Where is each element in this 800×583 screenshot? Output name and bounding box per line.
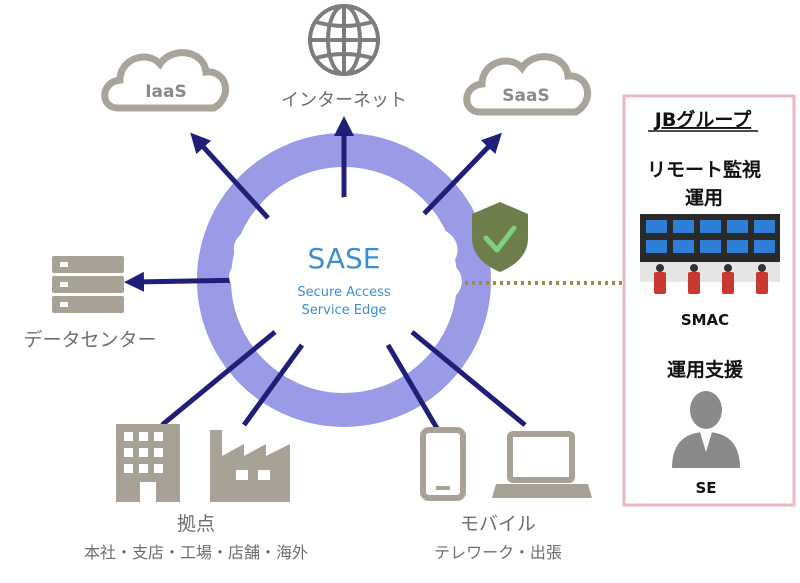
support-label: 運用支援 (667, 358, 744, 381)
mobile-title: モバイル (460, 513, 536, 535)
factory-icon (210, 430, 290, 502)
smartphone-icon (420, 427, 466, 501)
globe-icon (308, 4, 380, 76)
mobile-subtitle: テレワーク・出張 (434, 543, 562, 562)
internet-label: インターネット (281, 90, 407, 111)
arrow-to-iaas (190, 132, 270, 220)
sase-line1: Secure Access (297, 285, 391, 300)
datacenter-label: データセンター (23, 329, 156, 351)
sase-cloud (229, 196, 462, 338)
line-to-building (160, 330, 277, 427)
sase-title: SASE (308, 242, 381, 275)
arrow-to-saas (418, 132, 502, 220)
server-stack-icon (52, 256, 124, 313)
shield-check-icon (472, 202, 528, 272)
monitoring-label-line1: リモート監視 (647, 158, 761, 181)
saas-label: SaaS (502, 86, 549, 106)
iaas-cloud-icon: IaaS (101, 49, 229, 112)
bases-subtitle: 本社・支店・工場・店舗・海外 (84, 543, 308, 562)
person-icon (672, 391, 740, 468)
bases-title: 拠点 (177, 513, 215, 535)
saas-cloud-icon: SaaS (463, 53, 591, 116)
line-to-phone (385, 343, 441, 432)
se-label: SE (695, 479, 716, 497)
monitoring-label-line2: 運用 (685, 187, 723, 209)
building-icon (116, 424, 180, 502)
sase-line2: Service Edge (302, 303, 387, 318)
line-to-factory (241, 343, 305, 427)
iaas-label: IaaS (145, 82, 187, 102)
jb-group-title: JBグループ (653, 108, 752, 131)
smac-label: SMAC (681, 311, 729, 329)
laptop-icon (492, 431, 592, 498)
line-to-laptop (410, 330, 527, 427)
monitoring-center-icon (640, 214, 780, 294)
